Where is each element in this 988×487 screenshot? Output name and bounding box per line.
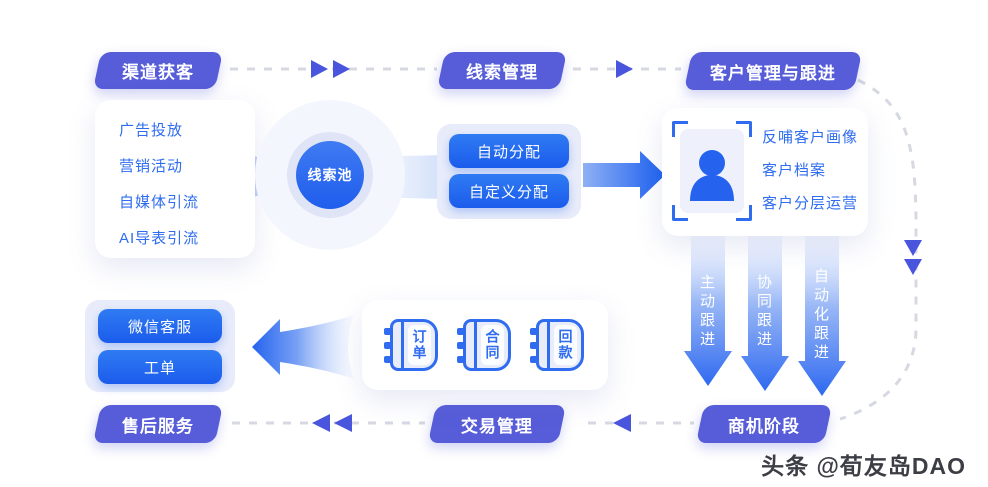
book-spine [401,322,404,368]
customer-op-item: 反哺客户画像 [762,129,859,146]
auto-allocate-label: 自动分配 [476,143,541,161]
book-spine [474,322,477,368]
book-spine [547,322,550,368]
stage-label: 客户管理与跟进 [710,63,836,83]
followup-arrow-1 [684,233,732,386]
aftersales-panel: 微信客服 工单 [85,300,235,392]
stage-label: 交易管理 [461,416,533,436]
focus-bracket-icon [672,121,688,137]
lead-pool-circle: 线索池 [296,141,364,209]
channel-source-item: AI导表引流 [119,230,200,247]
payment-label: 回款 [557,329,574,361]
stage-label: 渠道获客 [122,63,194,82]
book-tab [530,356,539,363]
stage-label: 线索管理 [466,63,538,82]
arrow-right-icon [311,60,328,78]
arrow-left-icon [334,414,352,432]
book-tab [457,342,466,349]
followup-label-active: 主动跟进 [698,274,715,350]
channel-sources-list: 广告投放 营销活动 自媒体引流 AI导表引流 [119,100,255,257]
wechat-service-button: 微信客服 [98,309,222,343]
book-page [481,325,504,365]
trade-docs-card: 订单 合同 回款 [362,300,608,390]
arrow-down-icon [904,259,922,275]
channel-sources-card [95,100,255,258]
stage-label: 商机阶段 [728,416,800,436]
allocation-panel: 自动分配 自定义分配 [437,124,581,219]
customer-card: 反哺客户画像 客户档案 客户分层运营 [662,108,868,236]
arrow-left-icon [312,414,330,432]
followup-label-automated: 自动化跟进 [812,267,829,363]
stage-banner-opportunity: 商机阶段 [695,405,833,443]
flow-arrow-trade-to-aftersales [252,315,354,379]
stage-banner-leads: 线索管理 [437,52,567,89]
stage-banner-customer: 客户管理与跟进 [683,52,863,90]
arrow-right-icon [616,60,633,78]
stage-banner-trade: 交易管理 [427,405,567,443]
work-order-label: 工单 [143,359,176,377]
payment-book-icon: 回款 [530,319,584,371]
wechat-service-label: 微信客服 [127,318,192,336]
stage-banner-channel: 渠道获客 [93,52,223,89]
custom-allocate-label: 自定义分配 [468,183,549,201]
customer-op-item: 客户档案 [762,162,827,179]
contract-book-icon: 合同 [457,319,511,371]
focus-bracket-icon [736,205,752,221]
book-tab [530,328,539,335]
followup-arrow-2 [741,233,789,391]
work-order-button: 工单 [98,350,222,384]
order-book-icon: 订单 [384,319,438,371]
book-tab [384,328,393,335]
focus-bracket-icon [736,121,752,137]
book-tab [457,328,466,335]
book-page [408,325,431,365]
book-page [554,325,577,365]
followup-arrow-3 [798,233,846,396]
arrow-left-icon [613,414,631,432]
auto-allocate-button: 自动分配 [449,134,569,168]
custom-allocate-button: 自定义分配 [449,174,569,208]
watermark-text: 头条 @荀友岛DAO [761,453,966,479]
flow-arrow-allocation-to-customer [583,151,665,199]
focus-bracket-icon [672,205,688,221]
arrow-down-icon [904,240,922,256]
channel-source-item: 营销活动 [119,158,184,175]
stage-label: 售后服务 [122,416,194,436]
book-tab [457,356,466,363]
person-icon [690,150,734,201]
book-tab [384,342,393,349]
lead-pool-label: 线索池 [307,167,353,183]
contract-label: 合同 [484,329,501,361]
followup-label-collab: 协同跟进 [755,274,772,350]
channel-source-item: 广告投放 [119,122,184,139]
book-tab [384,356,393,363]
customer-avatar [672,121,752,221]
book-tab [530,342,539,349]
order-label: 订单 [411,329,428,361]
arrow-right-icon [333,60,350,78]
stage-banner-aftersales: 售后服务 [92,405,224,443]
customer-op-item: 客户分层运营 [762,195,859,212]
channel-source-item: 自媒体引流 [119,194,200,211]
